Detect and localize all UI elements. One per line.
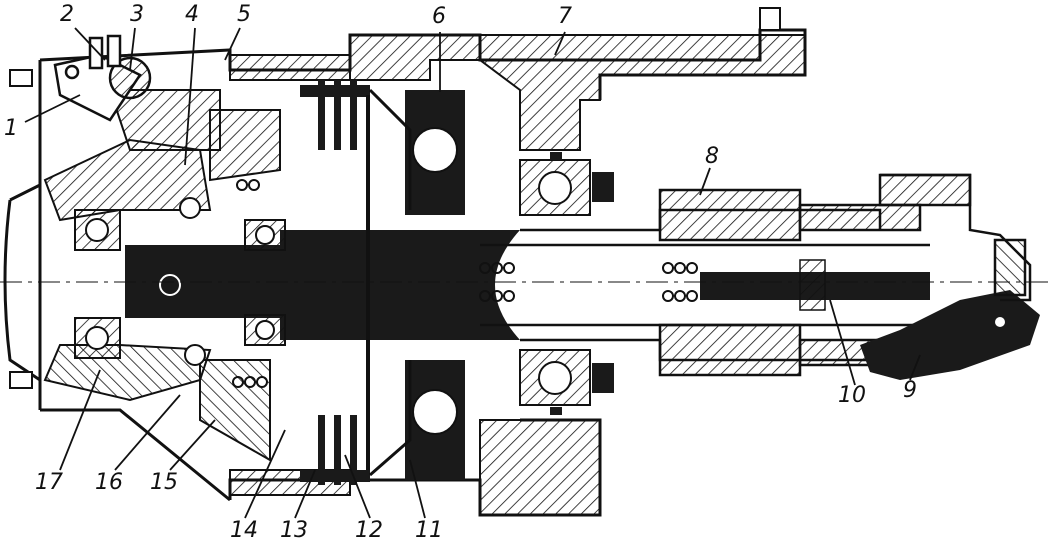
- output-shaft: [480, 188, 930, 377]
- main-shaft: [125, 230, 520, 340]
- control-lever: [53, 34, 152, 122]
- springs: [232, 179, 698, 388]
- label-13: 13: [280, 518, 308, 543]
- label-7: 7: [558, 4, 572, 29]
- label-5: 5: [237, 2, 251, 27]
- label-15: 15: [150, 470, 178, 495]
- label-11: 11: [415, 518, 443, 543]
- mounting-bolts: [9, 7, 781, 389]
- label-4: 4: [185, 2, 199, 27]
- label-14: 14: [230, 518, 258, 543]
- leader-lines: [24, 27, 921, 519]
- push-rod: [700, 259, 930, 311]
- label-10: 10: [838, 383, 866, 408]
- seals: [550, 152, 614, 415]
- label-1: 1: [4, 116, 18, 141]
- release-lever: [860, 290, 1040, 380]
- end-cap: [878, 173, 1032, 302]
- label-3: 3: [130, 2, 144, 27]
- label-6: 6: [432, 4, 446, 29]
- label-8: 8: [705, 144, 719, 169]
- label-2: 2: [60, 2, 74, 27]
- label-12: 12: [355, 518, 383, 543]
- pressure-plate: [366, 88, 412, 477]
- label-9: 9: [903, 378, 917, 403]
- label-17: 17: [35, 470, 63, 495]
- label-16: 16: [95, 470, 123, 495]
- pulley: [405, 90, 465, 480]
- bearings: [74, 159, 591, 406]
